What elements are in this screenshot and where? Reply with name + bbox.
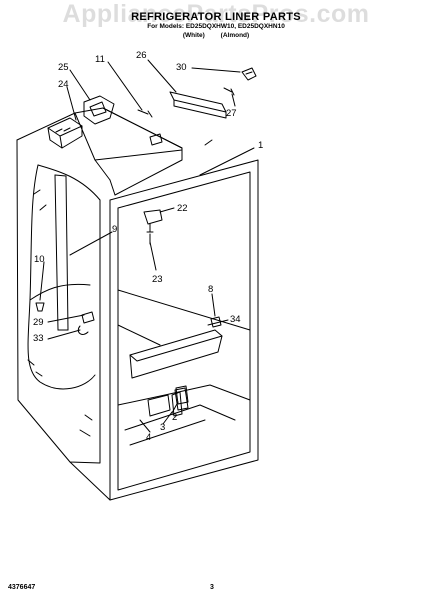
callout-4: 4 [146, 432, 151, 443]
callout-33: 33 [33, 333, 44, 344]
footer-page-number: 3 [210, 584, 214, 591]
callout-34: 34 [230, 314, 241, 325]
part-11-screw [137, 109, 153, 118]
callout-24: 24 [58, 79, 69, 90]
callout-1: 1 [258, 140, 263, 151]
watermark: AppliancePartsPros.com [62, 0, 370, 28]
callout-22: 22 [177, 203, 188, 214]
part-27-screw [223, 87, 235, 96]
callout-10: 10 [34, 254, 45, 265]
liner-body [16, 107, 259, 501]
part-3-bracket [175, 385, 189, 405]
finish-labels: (White) (Almond) [0, 32, 432, 39]
diagram-title: REFRIGERATOR LINER PARTS [131, 11, 301, 23]
finish-almond: (Almond) [220, 32, 250, 39]
callout-29: 29 [33, 317, 44, 328]
footer-part-number: 4376647 [8, 584, 36, 591]
leader-lines [39, 59, 255, 433]
callout-27: 27 [226, 108, 237, 119]
part-25-clip [83, 95, 115, 125]
finish-white: (White) [182, 32, 205, 39]
callout-9: 9 [112, 224, 117, 235]
callout-8: 8 [208, 284, 213, 295]
callout-3: 3 [160, 422, 165, 433]
part-33-wire [77, 325, 89, 335]
callout-23: 23 [152, 274, 163, 285]
part-22-bracket [143, 209, 163, 233]
callout-2: 2 [172, 412, 177, 423]
callout-26: 26 [136, 50, 147, 61]
part-30-cap [241, 67, 257, 81]
callout-30: 30 [176, 62, 187, 73]
callout-11: 11 [95, 54, 105, 65]
part-24-bracket [47, 117, 83, 149]
model-numbers: For Models: ED25DQXHW10, ED25DQXHN10 [147, 23, 285, 30]
part-10-bulb [35, 302, 45, 312]
part-26-cover [169, 91, 227, 119]
callout-25: 25 [58, 62, 69, 73]
callout-labels: 25 24 11 26 30 27 1 22 23 9 10 8 34 29 3… [33, 50, 263, 443]
part-29-clip [81, 311, 95, 324]
